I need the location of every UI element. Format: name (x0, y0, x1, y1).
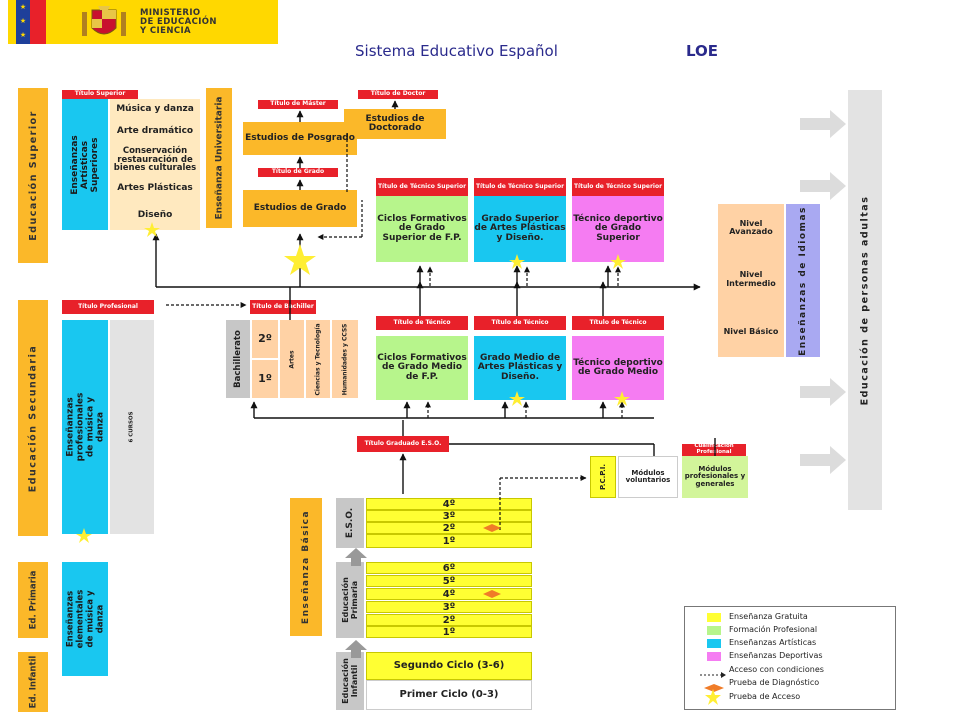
titulo-master-label: Título de Máster (258, 100, 338, 109)
deportivo-grado-medio-box: Técnico deportivo de Grado Medio (572, 336, 664, 400)
titulo-tecnico-deportivo-label: Título de Técnico (572, 316, 664, 330)
diseno-box: Diseño (110, 201, 200, 230)
legend-label-prueba-acceso: Prueba de Acceso (729, 692, 801, 701)
ensenanzas-idiomas-label: Enseñanzas de Idiomas (786, 204, 820, 357)
educacion-secundaria-label: Educación Secundaria (18, 300, 48, 536)
legend-star-icon (705, 689, 721, 705)
legend-swatch-deportivas (707, 652, 721, 661)
ensenanza-universitaria-label: Enseñanza Universitaria (206, 88, 232, 228)
coat-of-arms-icon (78, 4, 130, 40)
nivel-intermedio-box: Nivel Intermedio (718, 252, 784, 307)
arte-dramatico-box: Arte dramático (110, 121, 200, 143)
primaria-6-box: 6º (366, 562, 532, 574)
ensenanza-basica-label: Enseñanza Básica (290, 498, 322, 636)
educacion-adultos-label: Educación de personas adultas (848, 90, 882, 510)
primaria-5-box: 5º (366, 575, 532, 587)
legend-swatch-gratuita (707, 613, 721, 622)
artes-plasticas-box: Artes Plásticas (110, 177, 200, 201)
ed-primaria-label: Ed. Primaria (18, 562, 48, 638)
legend-diamond-icon (703, 678, 725, 692)
modalidad-humanidades: Humanidades y CCSS (332, 320, 358, 398)
legend: Enseñanza Gratuita Formación Profesional… (684, 606, 896, 710)
primaria-3-box: 3º (366, 601, 532, 613)
legend-label-fp: Formación Profesional (729, 625, 818, 634)
titulo-tecnico-superior-deportivo-label: Título de Técnico Superior (572, 178, 664, 196)
deportivo-grado-superior-box: Técnico deportivo de Grado Superior (572, 196, 664, 262)
nivel-basico-box: Nivel Básico (718, 307, 784, 357)
law-label: LOE (686, 42, 719, 60)
seis-cursos-label: 6 CURSOS (110, 320, 154, 534)
nivel-avanzado-box: Nivel Avanzado (718, 204, 784, 252)
legend-dashed-arrow-icon (699, 665, 727, 678)
legend-label-gratuita: Enseñanza Gratuita (729, 612, 808, 621)
titulo-graduado-eso-label: Título Graduado E.S.O. (357, 436, 449, 452)
titulo-doctor-label: Título de Doctor (358, 90, 438, 99)
bachillerato-2-box: 2º (252, 320, 278, 358)
ed-infantil-label: Ed. Infantil (18, 652, 48, 712)
artes-grado-medio-box: Grado Medio de Artes Plásticas y Diseño. (474, 336, 566, 400)
legend-label-acceso-condiciones: Acceso con condiciones (729, 665, 824, 674)
modulos-profesionales-box: Módulos profesionales y generales (682, 456, 748, 498)
ciclos-grado-medio-box: Ciclos Formativos de Grado Medio de F.P. (376, 336, 468, 400)
artisticas-superiores-label: Enseñanzas Artísticas Superiores (62, 99, 108, 230)
eso-4-box: 4º (366, 498, 532, 510)
artes-grado-superior-box: Grado Superior de Artes Plásticas y Dise… (474, 196, 566, 262)
musica-danza-box: Música y danza (110, 99, 200, 121)
bachillerato-label: Bachillerato (226, 320, 250, 398)
eso-3-box: 3º (366, 510, 532, 522)
titulo-bachiller-label: Título de Bachiller (250, 300, 316, 314)
titulo-superior-label: Título Superior (62, 90, 138, 99)
legend-label-artisticas: Enseñanzas Artísticas (729, 638, 817, 647)
modulos-voluntarios-box: Módulos voluntarios (618, 456, 678, 498)
estudios-posgrado-box: Estudios de Posgrado (243, 122, 357, 155)
legend-label-deportivas: Enseñanzas Deportivas (729, 651, 823, 660)
eso-1-box: 1º (366, 534, 532, 548)
modalidad-ciencias: Ciencias y Tecnología (306, 320, 330, 398)
cualificacion-profesional-label: Cualificación Profesional (682, 443, 746, 456)
primaria-2-box: 2º (366, 614, 532, 626)
profesionales-musica-label: Enseñanzas profesionales de música y dan… (62, 320, 108, 534)
primer-ciclo-box: Primer Ciclo (0-3) (366, 680, 532, 710)
educacion-superior-label: Educación Superior (18, 88, 48, 263)
legend-swatch-fp (707, 626, 721, 635)
estudios-grado-box: Estudios de Grado (243, 190, 357, 227)
estudios-doctorado-box: Estudios de Doctorado (344, 109, 446, 139)
titulo-tecnico-fp-label: Título de Técnico (376, 316, 468, 330)
educacion-infantil-label: Educación Infantil (336, 652, 364, 710)
eu-flag-icon: ★★★ (16, 0, 30, 44)
page-title: Sistema Educativo Español (355, 42, 558, 60)
titulo-profesional-label: Título Profesional (62, 300, 154, 314)
bachillerato-1-box: 1º (252, 360, 278, 398)
titulo-tecnico-superior-artes-label: Título de Técnico Superior (474, 178, 566, 196)
titulo-tecnico-artes-label: Título de Técnico (474, 316, 566, 330)
spain-flag-icon (30, 0, 46, 44)
conservacion-box: Conservación restauración de bienes cult… (110, 143, 200, 177)
elementales-musica-label: Enseñanzas elementales de música y danza (62, 562, 108, 676)
titulo-grado-label: Título de Grado (258, 168, 338, 177)
legend-swatch-artisticas (707, 639, 721, 648)
titulo-tecnico-superior-fp-label: Título de Técnico Superior (376, 178, 468, 196)
pcpi-label: P.C.P.I. (590, 456, 616, 498)
segundo-ciclo-box: Segundo Ciclo (3-6) (366, 652, 532, 680)
eso-label: E.S.O. (336, 498, 364, 548)
modalidad-artes: Artes (280, 320, 304, 398)
primaria-1-box: 1º (366, 626, 532, 638)
ministry-name: MINISTERIO DE EDUCACIÓN Y CIENCIA (140, 8, 217, 36)
ministry-logo: ★★★ MINISTERIO DE EDUCACIÓN Y CIENCIA (8, 0, 278, 44)
legend-label-diagnostico: Prueba de Diagnóstico (729, 678, 820, 687)
ciclos-grado-superior-box: Ciclos Formativos de Grado Superior de F… (376, 196, 468, 262)
educacion-primaria-label: Educación Primaria (336, 562, 364, 638)
